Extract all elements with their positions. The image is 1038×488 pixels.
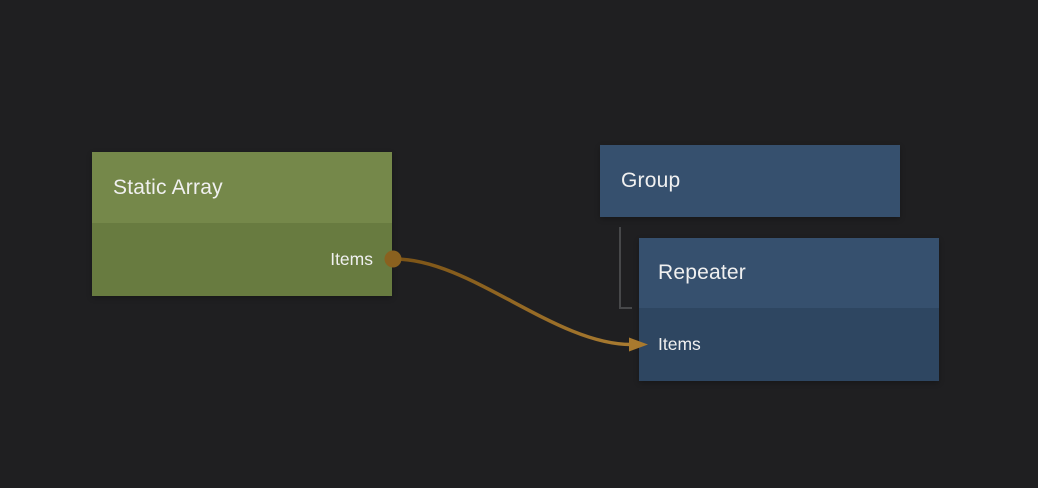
node-static-array-header[interactable]: Static Array	[92, 152, 392, 223]
node-repeater-header[interactable]: Repeater	[639, 238, 939, 308]
port-row-static-array-items-output[interactable]: Items	[92, 223, 392, 296]
node-group-header[interactable]: Group	[600, 145, 900, 217]
node-group-title: Group	[621, 169, 681, 192]
connection-wire-items[interactable]	[394, 257, 632, 347]
node-repeater[interactable]: Repeater Items	[639, 238, 939, 381]
output-port-label-items: Items	[330, 249, 373, 269]
port-row-repeater-items-input[interactable]: Items	[639, 308, 939, 381]
input-port-label-items: Items	[658, 334, 701, 354]
node-static-array-title: Static Array	[113, 175, 223, 199]
node-group[interactable]: Group	[600, 145, 900, 217]
group-child-tree-connector	[619, 227, 632, 309]
node-repeater-title: Repeater	[658, 261, 746, 284]
node-static-array[interactable]: Static Array Items	[92, 152, 392, 296]
